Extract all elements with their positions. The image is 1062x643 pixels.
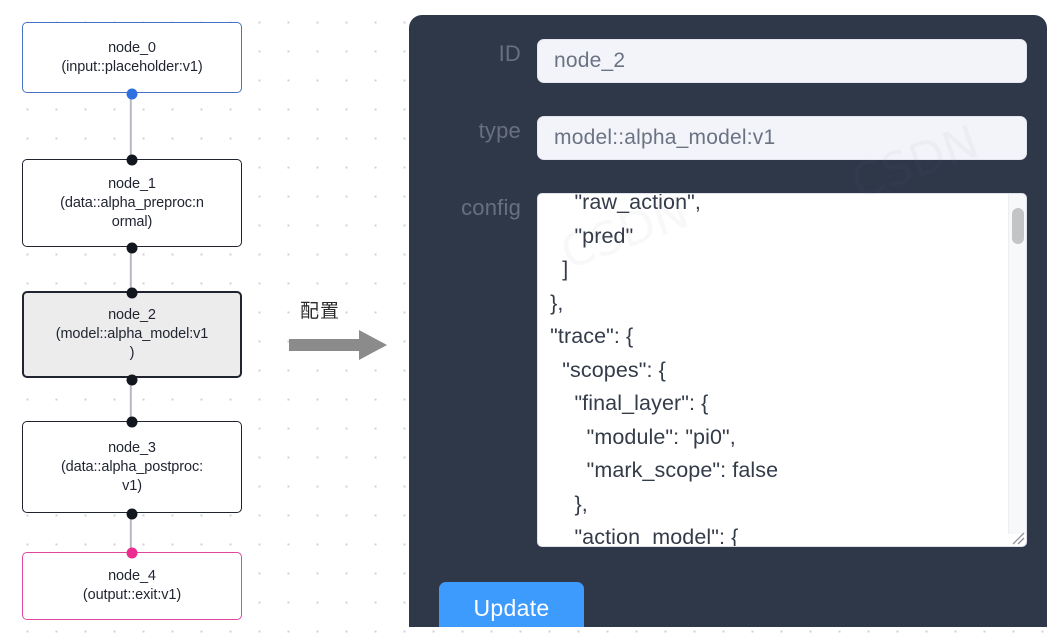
field-row-type: type xyxy=(409,116,1047,160)
node-handle-source[interactable] xyxy=(126,374,138,386)
graph-node-node_2[interactable]: node_2 (model::alpha_model:v1 ) xyxy=(22,287,242,386)
node-title: node_3 xyxy=(108,439,156,456)
annotation-label: 配置 xyxy=(300,300,341,322)
edge-node1-node2 xyxy=(129,247,133,292)
node-title: node_4 xyxy=(108,568,156,584)
node-graph[interactable]: node_0 (input::placeholder:v1) node_1 (d… xyxy=(0,0,280,643)
edge-node0-node1 xyxy=(129,92,133,158)
config-text[interactable]: "raw_action", "pred" ] }, "trace": { "sc… xyxy=(550,193,779,547)
graph-node-node_3[interactable]: node_3 (data::alpha_postproc: v1) xyxy=(22,416,242,520)
type-label: type xyxy=(478,118,521,143)
node-handle-target[interactable] xyxy=(126,154,138,166)
node-subtitle: (data::alpha_preproc:n ormal) xyxy=(60,194,204,230)
config-label: config xyxy=(461,195,521,220)
config-scrollbar-thumb[interactable] xyxy=(1012,208,1024,244)
graph-node-node_1[interactable]: node_1 (data::alpha_preproc:n ormal) xyxy=(22,154,242,254)
config-scrollbar[interactable] xyxy=(1008,194,1026,534)
node-handle-target[interactable] xyxy=(126,287,138,299)
right-arrow-icon xyxy=(289,330,387,360)
node-handle-target[interactable] xyxy=(126,547,138,559)
node-subtitle: (model::alpha_model:v1 ) xyxy=(55,326,209,361)
field-row-id: ID xyxy=(409,39,1047,83)
node-handle-source[interactable] xyxy=(126,508,138,520)
node-title: node_1 xyxy=(108,175,156,192)
node-subtitle: (data::alpha_postproc: v1) xyxy=(60,458,204,494)
node-handle-source[interactable] xyxy=(126,88,138,100)
id-label: ID xyxy=(498,41,521,66)
config-textarea[interactable]: "raw_action", "pred" ] }, "trace": { "sc… xyxy=(537,193,1027,547)
node-title: node_0 xyxy=(108,39,156,56)
id-input[interactable] xyxy=(537,39,1027,83)
field-row-config: config "raw_action", "pred" ] }, "trace"… xyxy=(409,193,1047,547)
node-subtitle: (output::exit:v1) xyxy=(82,587,182,603)
edge-node3-node4 xyxy=(129,513,133,552)
graph-node-node_0[interactable]: node_0 (input::placeholder:v1) xyxy=(22,22,242,100)
type-input[interactable] xyxy=(537,116,1027,160)
node-title: node_2 xyxy=(108,307,156,323)
node-handle-target[interactable] xyxy=(126,416,138,428)
edge-node2-node3 xyxy=(129,377,133,419)
configure-annotation: 配置 xyxy=(287,296,395,364)
update-button[interactable]: Update xyxy=(439,582,584,627)
resize-handle-icon[interactable] xyxy=(1009,529,1025,545)
node-handle-source[interactable] xyxy=(126,242,138,254)
node-config-panel: ID type config "raw_action", "pred" ] },… xyxy=(409,15,1047,627)
graph-node-node_4[interactable]: node_4 (output::exit:v1) xyxy=(22,547,242,620)
node-subtitle: (input::placeholder:v1) xyxy=(61,58,203,75)
